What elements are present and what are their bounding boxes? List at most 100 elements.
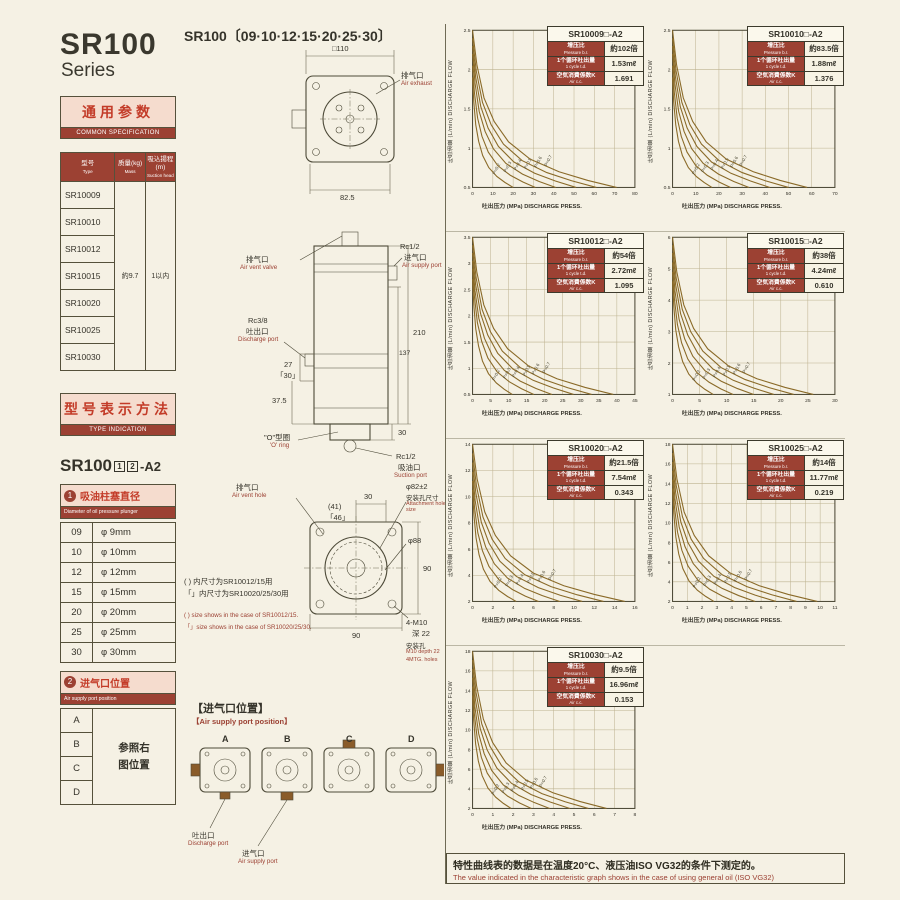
plunger-label-en: Diameter of oil pressure plunger — [60, 507, 176, 519]
model-name-cell: SR10010 — [59, 208, 116, 237]
curve-label: P=0.7 — [547, 568, 557, 581]
dim-label-phi88: φ88 — [408, 536, 422, 545]
flow-curve — [472, 252, 574, 395]
discharge-rc-label: Rc3/8 — [248, 316, 268, 325]
y-axis-label: 吐出油量 (L/min) DISCHARGE FLOW — [647, 237, 655, 399]
air-exhaust-label-en: Air exhaust — [401, 80, 432, 87]
x-axis-tick-label: 10 — [490, 191, 496, 197]
curve-label: P=0.3 — [503, 160, 513, 173]
x-axis-label-cn: 吐出压力 (MPa) — [482, 411, 523, 417]
y-axis-tick-label: 16 — [665, 462, 671, 468]
x-axis-tick-label: 60 — [809, 191, 815, 197]
y-axis-label-cn: 吐出油量 (L/min) — [648, 531, 654, 577]
flow-curve — [672, 453, 797, 602]
x-axis-label-en: DISCHARGE PRESS. — [524, 825, 582, 831]
air-vent-hole-label-en: Air vent hole — [232, 492, 267, 499]
y-axis-label-cn: 吐出油量 (L/min) — [648, 324, 654, 370]
air-coefficient-label-cn: 空気消費係数K — [556, 72, 596, 79]
pp-discharge-label-cn: 吐出口 — [192, 831, 215, 840]
port-position-cell: A — [60, 708, 93, 734]
port-position-letter-c: C — [346, 734, 353, 744]
flow-curve — [672, 271, 734, 395]
curve-label: P=0.2 — [691, 162, 701, 175]
y-axis-tick-label: 4 — [468, 787, 471, 793]
pp-supply-label-cn: 进气口 — [242, 849, 265, 858]
flow-curve — [472, 65, 536, 188]
chart-model-name: SR10030□-A2 — [548, 648, 643, 663]
air-vent-valve-label-cn: 排气口 — [246, 255, 269, 264]
y-axis-tick-label: 5 — [668, 266, 671, 272]
flow-curve — [472, 490, 517, 602]
o-ring-label-cn: "O"型圈 — [264, 433, 291, 442]
x-axis-label: 吐出压力 (MPa) DISCHARGE PRESS. — [482, 201, 582, 210]
o-ring-label-en: 'O' ring — [270, 442, 290, 449]
flow-curve — [472, 279, 513, 395]
port-position-letter-b: B — [284, 734, 291, 744]
y-axis-tick-label: 14 — [465, 688, 471, 694]
air-supply-port-label-cn: 进气口 — [404, 253, 427, 262]
curve-label: P=0.7 — [543, 154, 553, 167]
cycle-discharge-label-en: 1 cycle t.d. — [565, 64, 587, 70]
air-coefficient-label-cn: 空気消費係数K — [556, 486, 596, 493]
plunger-code-cell: 12 — [60, 561, 93, 583]
x-axis-tick-label: 10 — [571, 605, 577, 611]
port-label-cn: 进气口位置 — [80, 678, 130, 690]
curve-label: P=0.7 — [538, 775, 548, 788]
flow-curve — [472, 686, 532, 809]
flow-curve — [672, 262, 754, 395]
x-axis-tick-label: 40 — [763, 191, 769, 197]
technical-drawing-svg — [190, 50, 444, 847]
x-axis-label-en: DISCHARGE PRESS. — [524, 618, 582, 624]
y-axis-tick-label: 8 — [468, 521, 471, 527]
y-axis-tick-label: 14 — [465, 442, 471, 448]
y-axis-tick-label: 10 — [465, 494, 471, 500]
chart-model-name: SR10010□-A2 — [748, 27, 843, 42]
y-axis-tick-label: 1.5 — [464, 340, 471, 346]
flow-curve — [472, 480, 539, 602]
chart-model-name: SR10009□-A2 — [548, 27, 643, 42]
cycle-discharge-value: 4.24mℓ — [811, 266, 837, 276]
x-axis-tick-label: 40 — [551, 191, 557, 197]
x-axis-tick-label: 80 — [632, 191, 638, 197]
x-axis-tick-label: 10 — [724, 398, 730, 404]
row-divider — [446, 645, 845, 646]
flow-curve — [672, 479, 735, 602]
curve-label: P=0.7 — [741, 361, 751, 374]
y-axis-tick-label: 2 — [668, 599, 671, 605]
air-coefficient-label-cn: 空気消費係数K — [556, 279, 596, 286]
m10-label: 4-M10 — [406, 618, 428, 627]
x-axis-tick-label: 4 — [730, 605, 733, 611]
type-indication-header-cn: 型号表示方法 — [60, 393, 176, 426]
flow-curve — [472, 462, 583, 602]
air-exhaust-label-cn: 排气口 — [401, 71, 424, 80]
x-axis-tick-label: 35 — [596, 398, 602, 404]
boost-ratio-label-cn: 增压比 — [567, 664, 585, 670]
suction-port-label-en: Suction port — [394, 472, 428, 479]
y-axis-label-en: DISCHARGE FLOW — [648, 59, 654, 116]
curve-label: P=0.7 — [743, 568, 753, 581]
port-position-cell: B — [60, 732, 93, 758]
air-coefficient-value: 0.343 — [614, 488, 634, 498]
depth-label: 深 22 — [412, 629, 430, 638]
spec-table-row: SR10030 — [59, 343, 176, 372]
boost-ratio-label-cn: 增压比 — [567, 43, 585, 49]
port-label-en: Air supply port position — [60, 693, 176, 706]
x-axis-tick-label: 0 — [471, 812, 474, 818]
spec-col-header: 质量(kg)Mass — [114, 151, 146, 183]
spec-col-header-en: Suction head — [146, 172, 174, 178]
bracket-note-en-2: 「」size shows in the case of SR10020/25/3… — [184, 624, 312, 631]
boost-ratio-value: 約54倍 — [612, 251, 636, 261]
y-axis-tick-label: 1 — [468, 146, 471, 152]
